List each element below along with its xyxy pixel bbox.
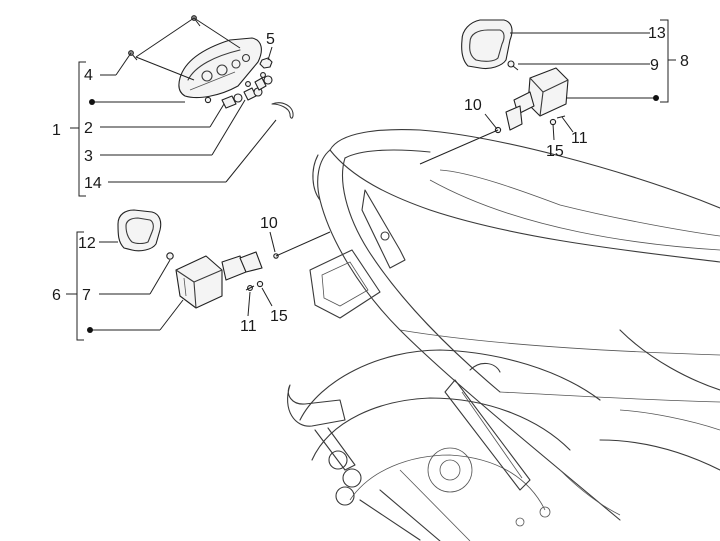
callout-7: 7 xyxy=(82,287,91,304)
callout-labels: 1 4 2 3 14 5 13 9 8 10 15 11 12 6 7 10 1… xyxy=(52,25,689,335)
scooter-rear-body-artwork xyxy=(287,129,720,541)
callout-12: 12 xyxy=(78,235,96,252)
callout-13: 13 xyxy=(648,25,666,42)
callout-15-left: 15 xyxy=(270,308,288,325)
tail-light-assembly xyxy=(128,15,294,119)
callout-2: 2 xyxy=(84,120,93,137)
callout-8: 8 xyxy=(680,53,689,70)
callout-11-right: 11 xyxy=(571,130,588,147)
callout-10-right: 10 xyxy=(464,97,482,114)
right-indicator-assembly xyxy=(461,19,569,134)
callout-4: 4 xyxy=(84,67,93,84)
callout-9: 9 xyxy=(650,57,659,74)
callout-10-left: 10 xyxy=(260,215,278,232)
callout-14: 14 xyxy=(84,175,102,192)
callout-6: 6 xyxy=(52,287,61,304)
callout-1: 1 xyxy=(52,122,61,139)
leader-lines xyxy=(66,17,676,341)
bulb-socket-3b xyxy=(254,75,273,91)
bulb-socket-2 xyxy=(221,93,243,109)
callout-15-right: 15 xyxy=(546,143,564,160)
callout-3: 3 xyxy=(84,148,93,165)
callout-5: 5 xyxy=(266,31,275,48)
callout-11-left: 11 xyxy=(240,318,257,335)
left-indicator-assembly xyxy=(117,209,331,309)
